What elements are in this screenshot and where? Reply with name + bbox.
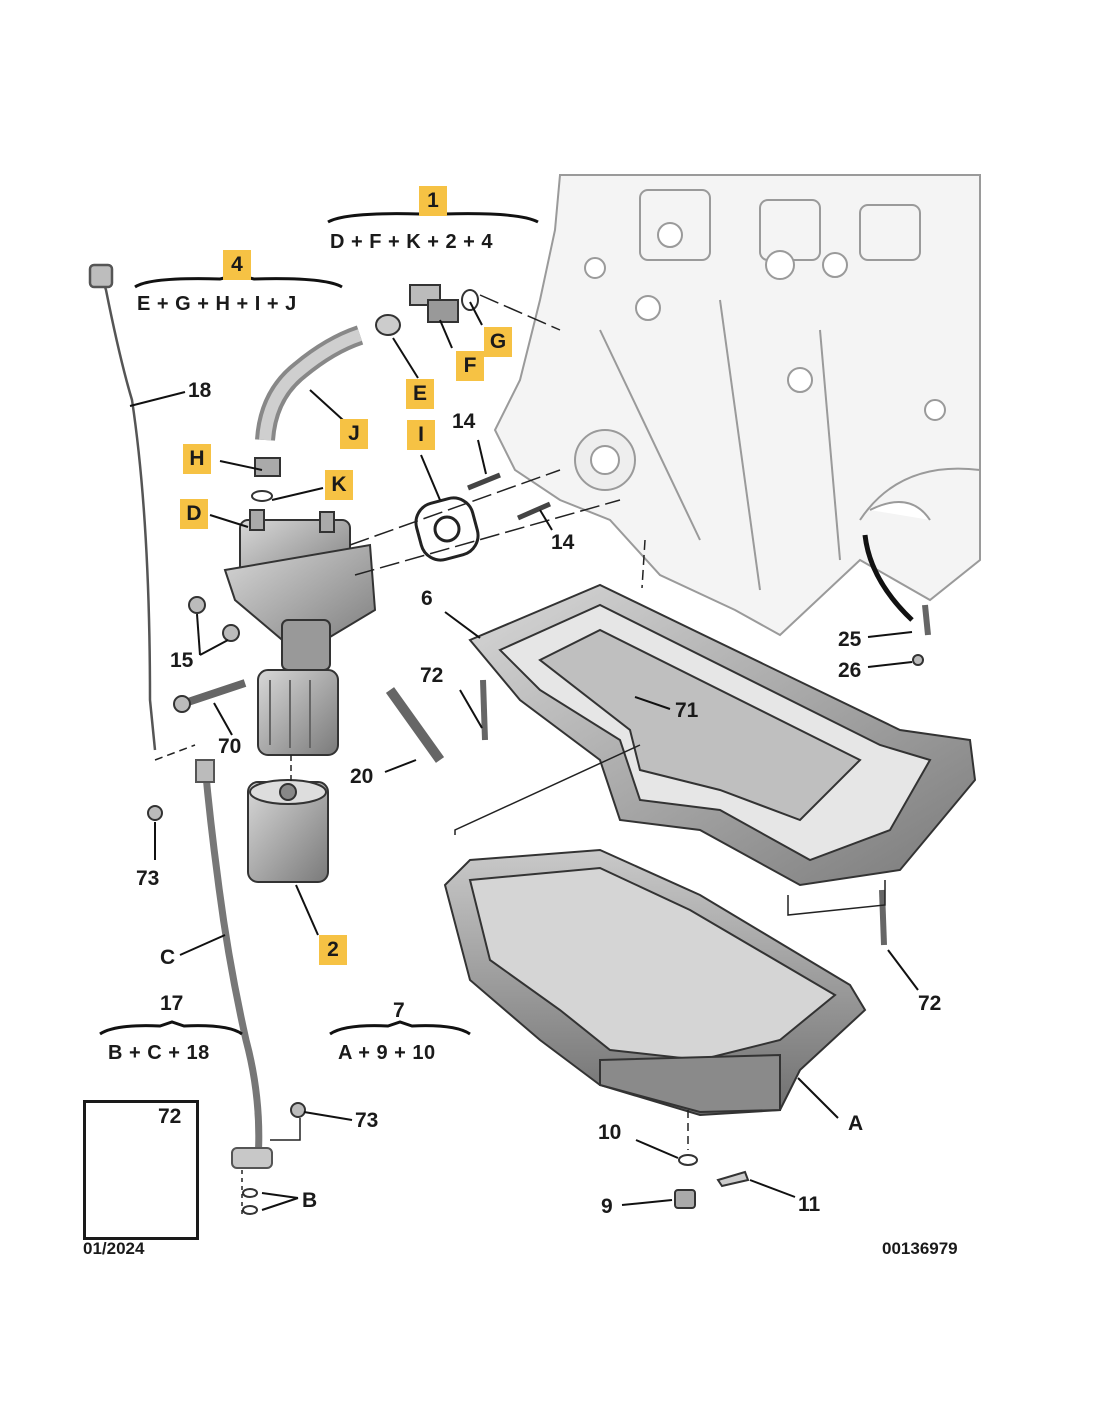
dipstick: [88, 263, 157, 751]
callout-20: 20: [350, 765, 374, 788]
upper-oil-sump: [468, 583, 977, 887]
kit-17-number: 17: [160, 992, 184, 1015]
kit-braces: [99, 208, 539, 1036]
callout-15: 15: [170, 649, 194, 672]
pressure-sensor: [251, 284, 479, 502]
engine-block: [493, 174, 981, 637]
lower-oil-pan: [443, 848, 867, 1117]
callout-2: 2: [319, 935, 347, 965]
kit-1-formula: D + F + K + 2 + 4: [330, 231, 494, 253]
leader-lines: [129, 301, 919, 1211]
footer-reference: 00136979: [882, 1239, 958, 1258]
callout-10: 10: [598, 1121, 622, 1144]
drain-parts: [242, 1154, 750, 1215]
oil-filter-housing: [223, 509, 377, 756]
inset-box: [83, 1100, 199, 1240]
dipstick-tube: [195, 759, 273, 1169]
block-arrow: [862, 534, 914, 622]
footer-date: 01/2024: [83, 1239, 145, 1258]
assembly-lines: [154, 294, 886, 1215]
callout-j: J: [340, 419, 368, 449]
studs: [467, 472, 552, 521]
callout-72-left: 72: [420, 664, 444, 687]
callout-9: 9: [601, 1195, 613, 1218]
callout-b: B: [302, 1189, 318, 1212]
callout-14-top: 14: [452, 410, 476, 433]
callout-73-upper: 73: [136, 867, 160, 890]
callout-g: G: [484, 327, 512, 357]
callout-18: 18: [188, 379, 212, 402]
oil-filter: [247, 779, 329, 883]
callout-6: 6: [421, 587, 433, 610]
callout-26: 26: [838, 659, 862, 682]
callout-h: H: [183, 444, 211, 474]
callout-11: 11: [798, 1193, 821, 1216]
kit-4-formula: E + G + H + I + J: [137, 293, 297, 315]
kit-7-formula: A + 9 + 10: [338, 1042, 436, 1064]
callout-e: E: [406, 379, 434, 409]
callout-c: C: [160, 946, 176, 969]
callout-i: I: [407, 420, 435, 450]
callout-14-bottom: 14: [551, 531, 575, 554]
callout-25: 25: [838, 628, 862, 651]
callout-72-right: 72: [918, 992, 942, 1015]
callout-f: F: [456, 351, 484, 381]
callout-71: 71: [675, 699, 699, 722]
kit-4-number: 4: [223, 250, 251, 280]
inset-part-number: 72: [158, 1105, 182, 1128]
callout-73-lower: 73: [355, 1109, 379, 1132]
callout-d: D: [180, 499, 208, 529]
kit-1-number: 1: [419, 186, 447, 216]
kit-17-formula: B + C + 18: [108, 1042, 210, 1064]
callout-70: 70: [218, 735, 242, 758]
cooler-gasket: [414, 496, 480, 562]
callout-a: A: [848, 1112, 864, 1135]
kit-7-number: 7: [393, 999, 405, 1022]
bolts: [147, 596, 931, 1118]
callout-k: K: [325, 470, 353, 500]
